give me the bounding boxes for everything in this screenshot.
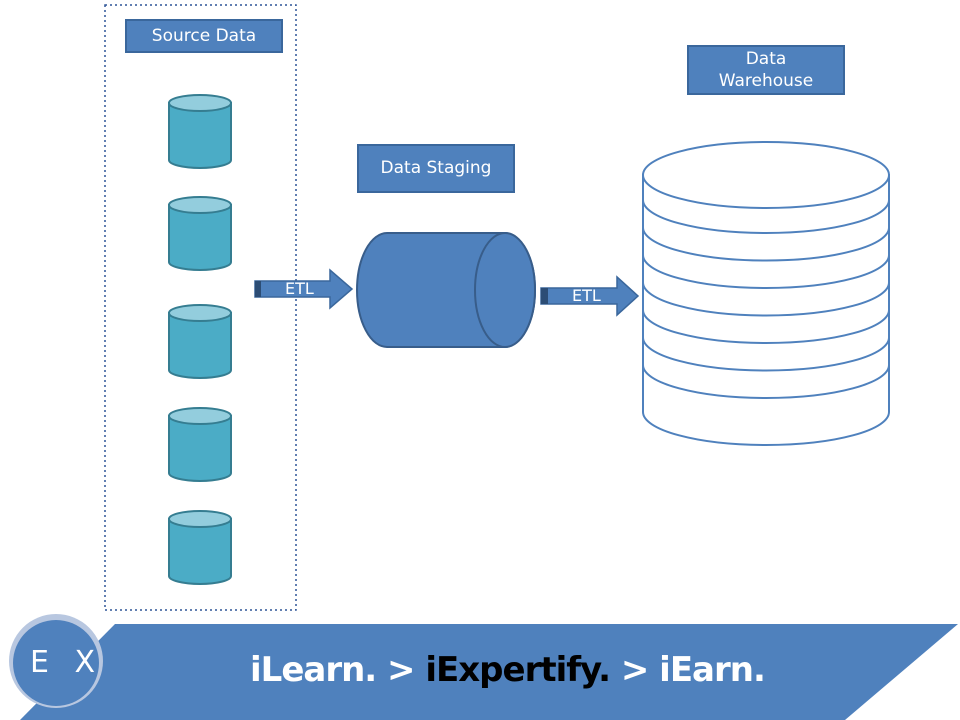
- data-warehouse-label: Data Warehouse: [687, 45, 845, 95]
- warehouse-cylinder: [642, 141, 890, 446]
- logo-circle: [13, 620, 99, 706]
- tagline-earn: > iEarn.: [610, 650, 766, 690]
- source-database-icon: [168, 407, 232, 482]
- etl-arrow-2: [540, 275, 640, 317]
- tagline-expertify: iExpertify.: [425, 650, 611, 690]
- staging-cylinder: [356, 232, 536, 348]
- logo-text: E X: [30, 645, 104, 680]
- source-data-label: Source Data: [125, 19, 283, 53]
- source-database-icon: [168, 196, 232, 271]
- tagline: iLearn. > iExpertify. > iEarn.: [250, 650, 766, 690]
- source-database-icon: [168, 510, 232, 585]
- footer-banner: [20, 624, 958, 720]
- source-group-border: [104, 4, 297, 611]
- source-database-icon: [168, 94, 232, 169]
- data-staging-label: Data Staging: [357, 144, 515, 193]
- source-database-icon: [168, 304, 232, 379]
- etl-label-2: ETL: [572, 286, 601, 305]
- etl-label-1: ETL: [285, 279, 314, 298]
- etl-arrow-1: [254, 268, 354, 310]
- tagline-learn: iLearn. >: [250, 650, 426, 690]
